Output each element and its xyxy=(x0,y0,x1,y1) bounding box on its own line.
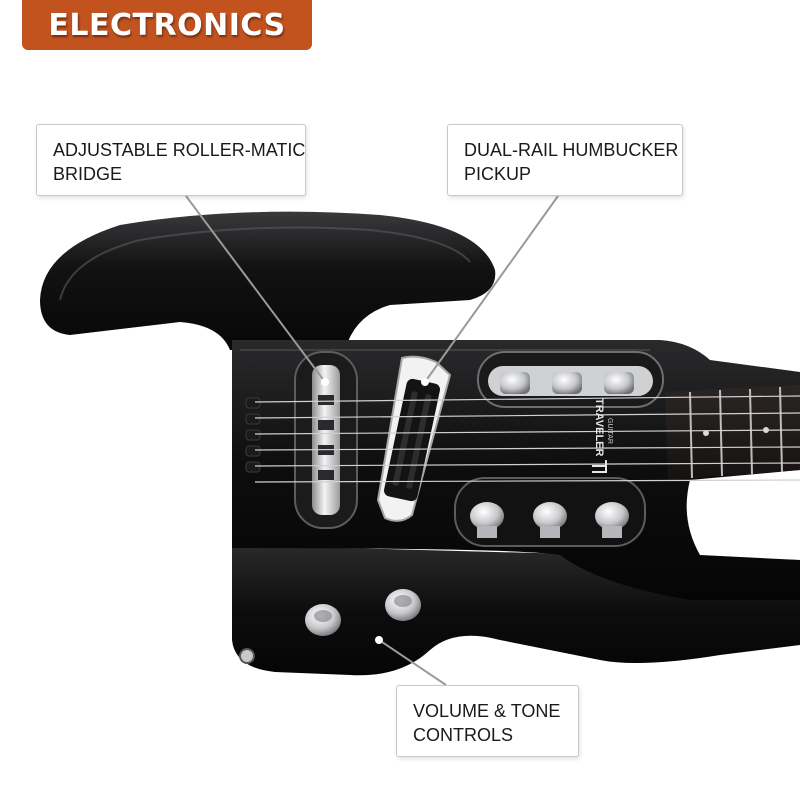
strings xyxy=(254,395,800,483)
callout-bridge: ADJUSTABLE ROLLER-MATIC BRIDGE xyxy=(36,124,306,196)
callout-controls-line1: VOLUME & TONE xyxy=(413,701,561,721)
callout-controls-line2: CONTROLS xyxy=(413,725,514,745)
logo-brand: TRAVELER xyxy=(593,398,605,457)
traveler-logo: TRAVELER GUITAR xyxy=(592,398,613,473)
tuner-knobs-bottom xyxy=(470,502,629,538)
tuner-knobs-top xyxy=(500,372,634,394)
callout-pickup: DUAL-RAIL HUMBUCKER PICKUP xyxy=(447,124,683,196)
main-body xyxy=(232,340,800,600)
bridge xyxy=(312,365,340,515)
callout-bridge-line1: ADJUSTABLE ROLLER-MATIC xyxy=(53,140,306,160)
callout-controls: VOLUME & TONE CONTROLS xyxy=(396,685,579,757)
callout-bridge-line2: BRIDGE xyxy=(53,164,123,184)
logo-sub: GUITAR xyxy=(606,418,613,444)
leader-lines xyxy=(185,195,559,686)
banner-title: ELECTRONICS xyxy=(48,7,286,43)
string-anchors xyxy=(245,397,261,473)
section-banner: ELECTRONICS xyxy=(22,0,312,50)
control-knobs xyxy=(305,589,421,636)
output-jack xyxy=(239,648,255,664)
fretboard xyxy=(665,385,800,480)
callout-pickup-line2: PICKUP xyxy=(464,164,532,184)
callout-pickup-line1: DUAL-RAIL HUMBUCKER xyxy=(464,140,679,160)
armrest-horn xyxy=(40,211,496,350)
